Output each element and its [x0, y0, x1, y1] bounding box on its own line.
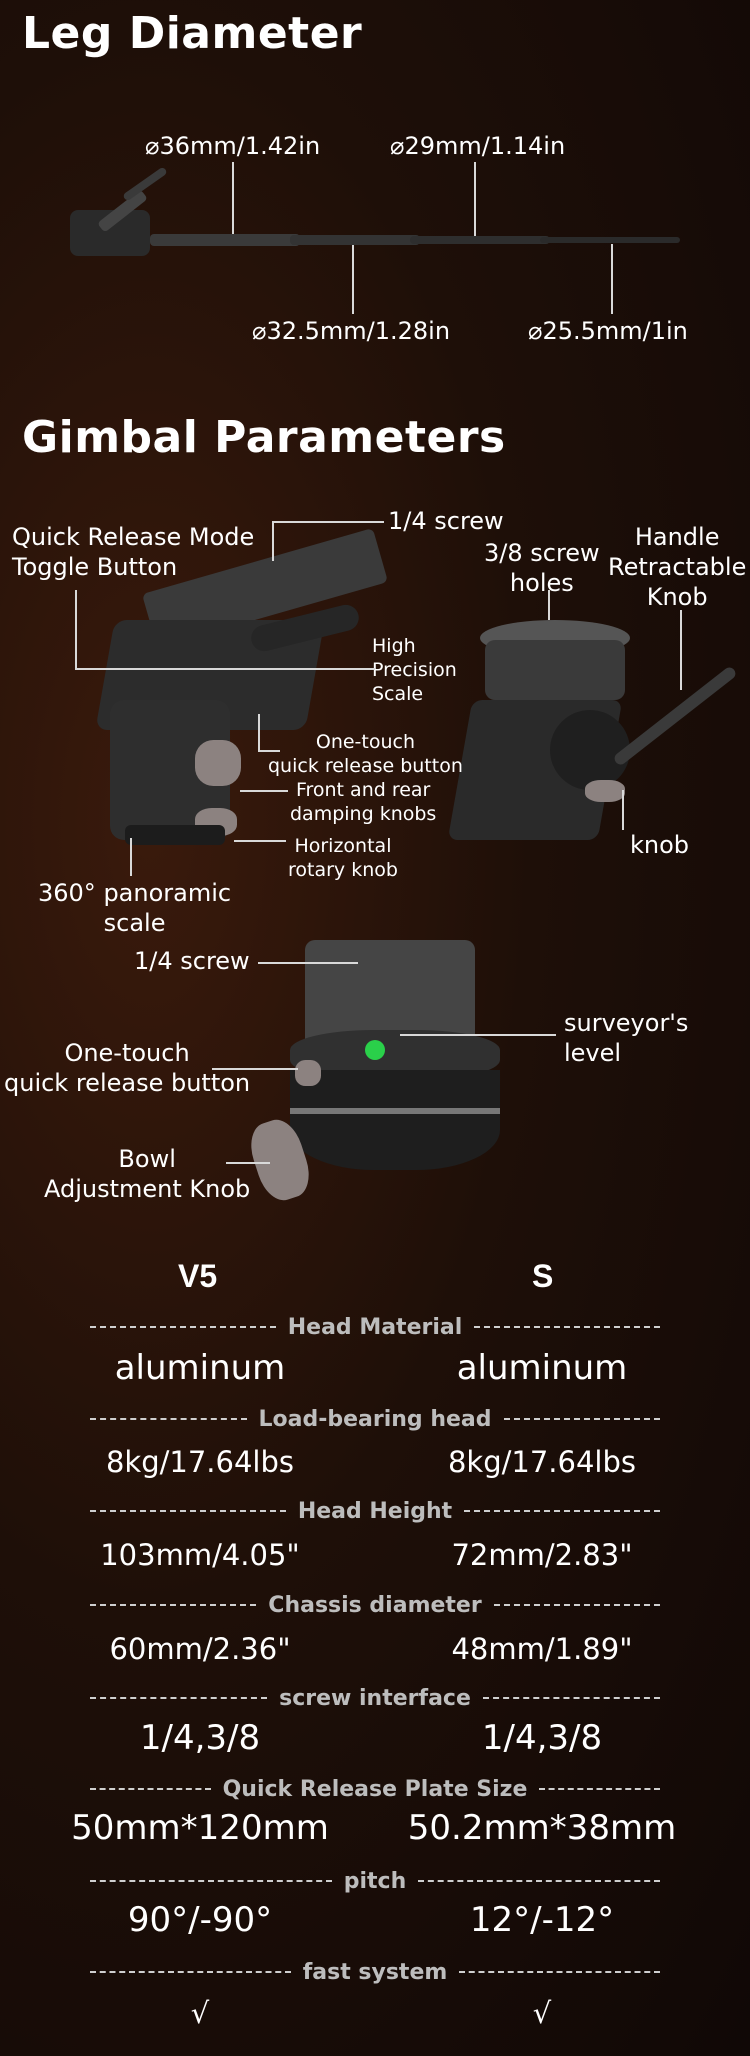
leader-line — [212, 1068, 298, 1070]
diameter-label-32-5: ⌀32.5mm/1.28in — [252, 317, 451, 345]
spec-value-s: 12°/-12° — [469, 1900, 615, 1940]
leader-line — [234, 840, 286, 842]
diameter-label-36: ⌀36mm/1.42in — [145, 132, 321, 160]
label-screw-bottom: 1/4 screw — [134, 947, 250, 975]
spec-row-title: Quick Release Plate Size — [90, 1774, 660, 1804]
spec-row-title: Load-bearing head — [90, 1404, 661, 1434]
leader-line — [474, 162, 476, 236]
spec-value-s: 50.2mm*38mm — [407, 1808, 677, 1848]
spec-value-s: √ — [532, 1996, 552, 2030]
leader-line — [352, 244, 354, 314]
spec-value-v5: 60mm/2.36" — [109, 1632, 291, 1666]
leader-line — [548, 590, 550, 620]
leader-line — [232, 162, 234, 238]
label-horizontal-knob: Horizontal rotary knob — [288, 835, 398, 881]
label-bowl-knob: Bowl Adjustment Knob — [44, 1145, 251, 1203]
spec-value-v5: aluminum — [114, 1348, 286, 1388]
spec-value-s: 8kg/17.64lbs — [447, 1445, 637, 1479]
leader-line — [258, 962, 358, 964]
label-quick-release-mode: Quick Release Mode Toggle Button — [12, 523, 255, 581]
leg-diameter-heading: Leg Diameter — [22, 8, 363, 59]
label-precision-scale: High Precision Scale — [372, 635, 457, 705]
spec-value-s: 72mm/2.83" — [451, 1538, 633, 1572]
diameter-label-29: ⌀29mm/1.14in — [390, 132, 566, 160]
spec-row-title: pitch — [90, 1866, 661, 1896]
leader-line — [400, 1034, 556, 1036]
leader-line — [680, 610, 682, 690]
label-one-touch-1: One-touch quick release button — [268, 731, 463, 777]
v5-head-image — [45, 528, 389, 845]
spec-row-title: Chassis diameter — [90, 1590, 660, 1620]
leader-line — [622, 790, 624, 830]
spec-row-title: fast system — [90, 1957, 660, 1987]
label-handle-knob: Handle Retractable Knob — [608, 523, 747, 611]
s-head-image — [440, 590, 750, 850]
column-title-s: S — [532, 1258, 554, 1294]
bowl-base-image — [230, 930, 530, 1210]
label-screw-holes: 3/8 screw holes — [484, 539, 600, 597]
leader-line — [75, 668, 375, 670]
label-surveyors-level: surveyor's level — [564, 1009, 689, 1067]
spec-row-title: Head Material — [90, 1312, 661, 1342]
label-panoramic-scale: 360° panoramic scale — [38, 879, 232, 937]
spec-row-title: screw interface — [90, 1683, 661, 1713]
label-screw-top: 1/4 screw — [388, 507, 504, 535]
label-knob: knob — [630, 831, 690, 859]
leader-line — [611, 244, 613, 314]
leader-line — [240, 790, 288, 792]
gimbal-parameters-heading: Gimbal Parameters — [22, 412, 506, 463]
spec-value-v5: 1/4,3/8 — [139, 1718, 261, 1758]
leader-line — [258, 750, 280, 752]
label-damping-knobs: Front and rear damping knobs — [290, 779, 437, 825]
spec-value-s: 1/4,3/8 — [481, 1718, 603, 1758]
spec-value-v5: 50mm*120mm — [71, 1808, 329, 1848]
spec-row-title: Head Height — [90, 1496, 661, 1526]
column-title-v5: V5 — [178, 1258, 218, 1294]
leader-line — [272, 521, 274, 561]
spec-value-v5: √ — [190, 1996, 210, 2030]
label-one-touch-2: One-touch quick release button — [4, 1039, 251, 1097]
leader-line — [226, 1162, 270, 1164]
diameter-label-25-5: ⌀25.5mm/1in — [528, 317, 688, 345]
leader-line — [258, 714, 260, 750]
leader-line — [272, 521, 384, 523]
spec-value-v5: 90°/-90° — [127, 1900, 273, 1940]
leader-line — [130, 838, 132, 876]
spec-value-s: aluminum — [456, 1348, 628, 1388]
leader-line — [75, 590, 77, 670]
spec-value-v5: 8kg/17.64lbs — [105, 1445, 295, 1479]
spec-value-v5: 103mm/4.05" — [100, 1538, 300, 1572]
spec-value-s: 48mm/1.89" — [451, 1632, 633, 1666]
